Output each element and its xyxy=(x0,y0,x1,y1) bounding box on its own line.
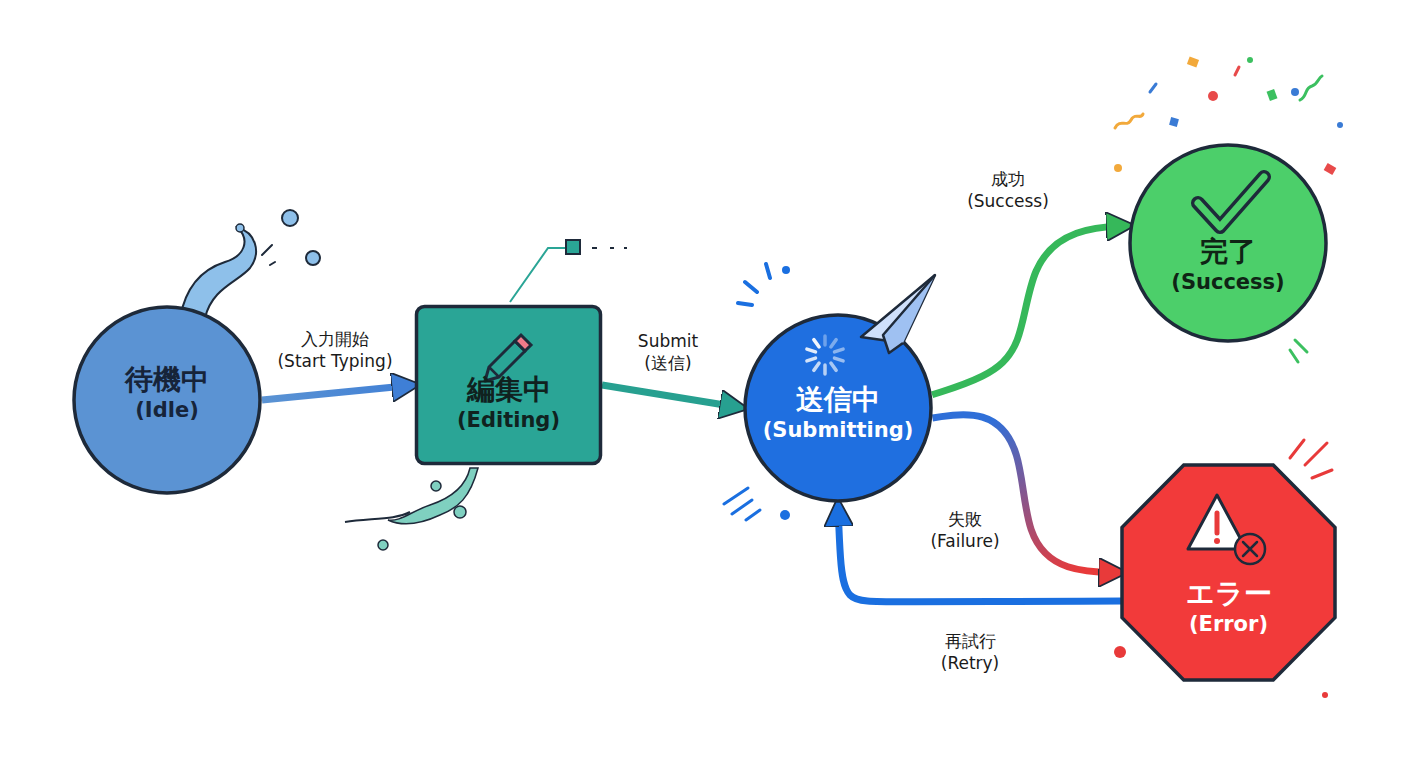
state-label: 待機中(Idle) xyxy=(72,363,262,423)
state-name: 待機中 xyxy=(125,363,209,397)
alert-dot xyxy=(1114,646,1126,658)
transition-arrow xyxy=(932,226,1129,395)
state-name-en: (Submitting) xyxy=(763,417,914,443)
check-icon xyxy=(1198,177,1264,227)
edit-dash xyxy=(592,247,627,249)
transition-arrow xyxy=(838,503,1122,602)
state-label: 完了(Success) xyxy=(1128,235,1328,295)
splash-stroke xyxy=(345,512,410,522)
splash-dot xyxy=(282,210,298,226)
paper-plane xyxy=(861,275,935,353)
edit-square xyxy=(566,240,580,254)
speed-lines xyxy=(724,488,760,520)
burst xyxy=(738,264,770,305)
state-name: 送信中 xyxy=(796,383,880,417)
state-name: 編集中 xyxy=(467,373,551,407)
state-label: エラー(Error) xyxy=(1122,577,1335,637)
submitting-state: 送信中(Submitting) xyxy=(743,313,933,503)
idle-state: 待機中(Idle) xyxy=(72,305,262,495)
splash-stroke xyxy=(262,245,275,265)
burst-dot xyxy=(780,510,790,520)
state-name-en: (Idle) xyxy=(135,397,198,423)
editing-state: 編集中(Editing) xyxy=(415,305,602,465)
success-state: 完了(Success) xyxy=(1128,143,1328,343)
spinner-icon xyxy=(807,336,843,374)
state-name-en: (Error) xyxy=(1189,611,1268,637)
splash-dot xyxy=(431,481,441,491)
state-name-en: (Editing) xyxy=(457,407,560,433)
alert-lines xyxy=(1290,440,1332,478)
edit-line xyxy=(510,248,566,302)
burst-dot xyxy=(782,266,790,274)
warning-icon xyxy=(1188,495,1265,564)
node-outline xyxy=(1122,465,1335,680)
state-name: エラー xyxy=(1186,577,1272,611)
splash-dot xyxy=(378,540,388,550)
state-label: 送信中(Submitting) xyxy=(743,383,933,443)
transition-label: 入力開始 (Start Typing) xyxy=(272,327,398,373)
transition-label: Submit (送信) xyxy=(633,329,704,375)
state-label: 編集中(Editing) xyxy=(415,373,602,433)
transition-arrow xyxy=(262,385,415,400)
splash-dot xyxy=(236,224,244,232)
splash-dot xyxy=(454,506,466,518)
transition-label: 成功 (Success) xyxy=(962,167,1054,213)
transition-arrow xyxy=(602,385,743,408)
transition-label: 失敗 (Failure) xyxy=(925,507,1005,553)
alert-dot xyxy=(1322,692,1328,698)
splash xyxy=(180,228,256,318)
splash-dot xyxy=(306,251,320,265)
transition-label: 再試行 (Retry) xyxy=(936,629,1005,675)
error-state: エラー(Error) xyxy=(1122,465,1335,680)
state-name: 完了 xyxy=(1200,235,1256,269)
state-name-en: (Success) xyxy=(1171,269,1284,295)
